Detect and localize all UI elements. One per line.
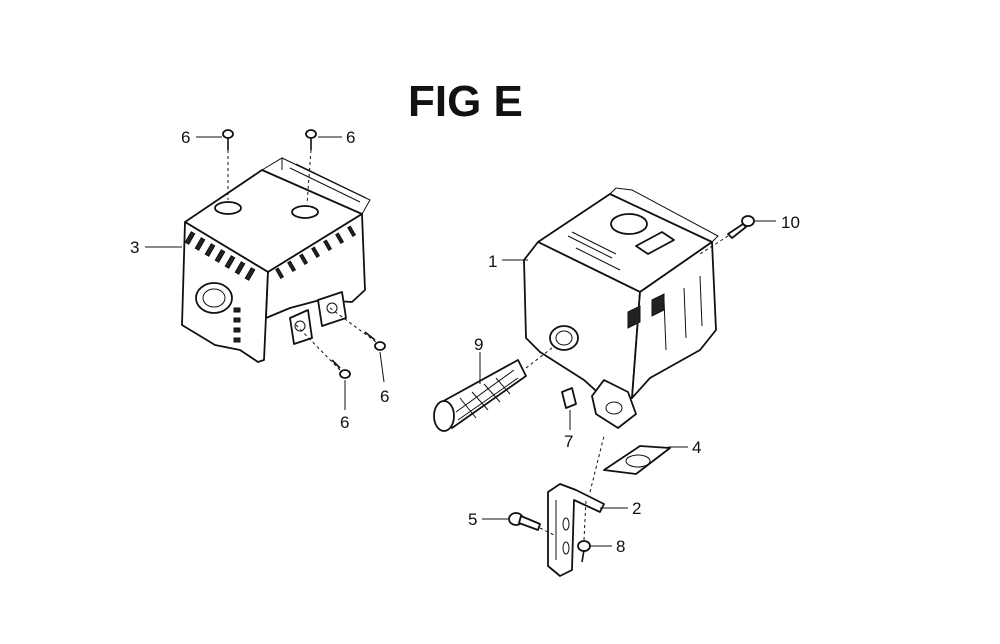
callout-8: 8 (616, 537, 625, 556)
callout-2: 2 (632, 499, 641, 518)
callout-6-top-left: 6 (181, 128, 190, 147)
screw-6-bottom-left (331, 359, 351, 379)
callout-6-bottom-right: 6 (380, 387, 389, 406)
screw-6-top-left (222, 129, 234, 150)
callout-9: 9 (474, 335, 483, 354)
screw-10 (727, 215, 755, 239)
spark-arrester (433, 359, 527, 432)
callout-1: 1 (488, 252, 497, 271)
callout-6-top-right: 6 (346, 128, 355, 147)
bolt-8 (577, 540, 591, 563)
callout-5: 5 (468, 510, 477, 529)
gasket (603, 445, 671, 475)
callout-10: 10 (781, 213, 800, 232)
callout-7: 7 (564, 432, 573, 451)
bolt-7 (561, 387, 577, 409)
screw-6-top-right (305, 129, 317, 150)
callout-3: 3 (130, 238, 139, 257)
bracket (547, 483, 605, 577)
callout-4: 4 (692, 438, 701, 457)
muffler-protector (181, 157, 371, 363)
callout-6-bottom-left: 6 (340, 413, 349, 432)
figure-title: FIG E (408, 77, 523, 126)
screw-6-bottom-right (364, 331, 386, 351)
bolt-5 (508, 512, 541, 531)
muffler (523, 187, 719, 429)
